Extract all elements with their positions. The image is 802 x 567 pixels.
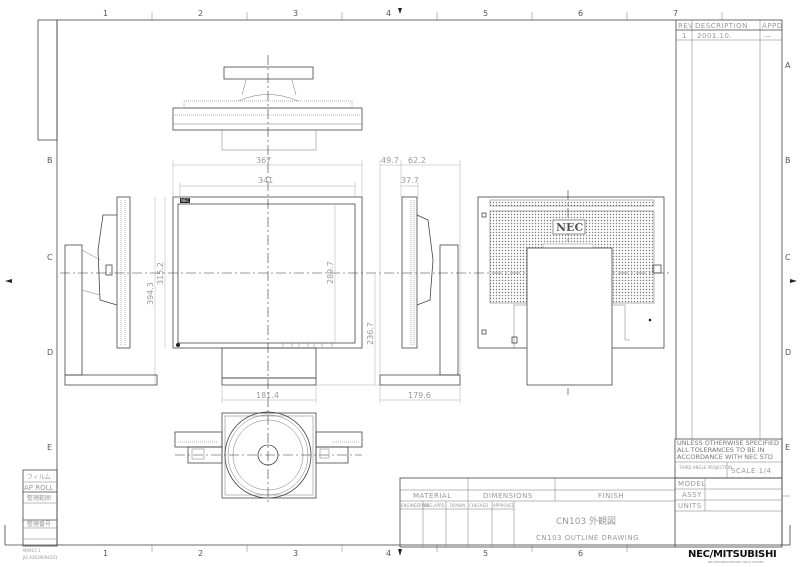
center-mark-right-icon — [790, 279, 797, 283]
col-label: 2 — [198, 549, 203, 558]
col-label: 5 — [483, 549, 488, 558]
logo-subtext: NEC-MITSUBISHI ELECTRIC VISUAL SYSTEMS — [708, 560, 764, 564]
dimensions-label: DIMENSIONS — [483, 492, 533, 500]
left-stamp-table: フィルム AP ROLL 整理範囲 整理番号 — [22, 469, 58, 547]
dim-panel-height: 315.2 — [156, 262, 165, 285]
col-label: 6 — [578, 549, 583, 558]
drawing-title-en: CN103 OUTLINE DRAWING — [536, 534, 639, 542]
col-label: 6 — [578, 9, 583, 18]
dim-overall-width: 367 — [256, 156, 271, 165]
logo-text: NEC/MITSUBISHI — [688, 549, 776, 560]
rev-description: 2001.10. — [697, 32, 732, 40]
rev-header: REV — [678, 22, 694, 30]
rear-view: NEC — [477, 196, 665, 386]
ap-roll-label: AP ROLL — [24, 484, 54, 492]
file-number-label: 整理番号 — [27, 520, 51, 528]
column-ruler-bottom: 1 2 3 4 5 6 — [103, 545, 628, 558]
col-label: 3 — [293, 549, 298, 558]
row-label: A — [785, 61, 791, 70]
signoff-drawn: DRAWN — [450, 503, 465, 508]
row-label: C — [785, 253, 791, 262]
signoff-checked: CHECKED — [469, 503, 488, 508]
front-control-buttons — [282, 343, 333, 347]
drawing-title-jp: CN103 外観図 — [556, 515, 616, 527]
screen-area — [177, 203, 356, 344]
row-ruler-left: B C D E — [47, 156, 53, 452]
row-label: E — [785, 443, 790, 452]
col-label: 1 — [103, 9, 108, 18]
center-mark-bottom-icon — [398, 549, 402, 556]
front-view: NEC — [172, 196, 363, 386]
left-side-view — [64, 196, 158, 386]
dim-stand-width: 181.4 — [256, 391, 279, 400]
sheet-frame — [4, 8, 797, 556]
dim-side-depth-a: 49.7 — [381, 156, 399, 165]
column-ruler-top: 1 2 3 4 5 6 7 — [103, 9, 723, 20]
col-label: 5 — [483, 9, 488, 18]
row-label: B — [47, 156, 53, 165]
col-label: 2 — [198, 9, 203, 18]
dim-screen-height: 289.7 — [326, 261, 335, 284]
row-label: B — [785, 156, 791, 165]
rear-logo: NEC — [556, 221, 583, 234]
signoff-engineering: ENGINEERING — [401, 503, 429, 508]
row-label: D — [47, 348, 53, 357]
jis-code: JIS A3K39094201 — [22, 555, 58, 560]
front-dimensions: 367 341 394.3 315.2 289.7 236.7 181.4 — [146, 156, 380, 403]
right-side-view: 49.7 62.2 37.7 179.6 — [379, 156, 461, 403]
finish-label: FINISH — [598, 492, 624, 500]
center-mark-left-icon — [5, 279, 12, 283]
tolerance-note: UNLESS OTHERWISE SPECIFIED ALL TOLERANCE… — [677, 439, 780, 461]
dim-center-height: 236.7 — [366, 322, 375, 345]
nec-mitsubishi-logo: NEC/MITSUBISHI NEC-MITSUBISHI ELECTRIC V… — [688, 549, 777, 564]
row-label: C — [47, 253, 53, 262]
left-margin-box — [37, 19, 58, 141]
assy-label: ASSY — [682, 491, 702, 499]
material-label: MATERIAL — [413, 492, 452, 500]
rev-appd: — — [764, 32, 772, 40]
col-label: 3 — [293, 9, 298, 18]
col-label: 7 — [673, 9, 678, 18]
appd-header: APPD — [762, 22, 783, 30]
front-logo: NEC — [181, 198, 190, 203]
row-ruler-right: A B C D E — [785, 61, 791, 452]
revision-block: REV DESCRIPTION APPD 1 2001.10. — — [675, 20, 783, 439]
file-range-label: 整理範囲 — [27, 494, 51, 502]
scale-label: SCALE 1/4 — [731, 467, 771, 475]
units-label: UNITS — [678, 502, 702, 510]
col-label: 4 — [386, 549, 391, 558]
signoff-approved: APPROVED — [493, 503, 515, 508]
row-label: D — [785, 348, 791, 357]
col-label: 4 — [386, 9, 391, 18]
form-code: M0915-1 — [23, 548, 41, 553]
row-label: E — [47, 443, 52, 452]
front-logo-mark — [180, 198, 190, 203]
center-mark-top-icon — [398, 8, 402, 14]
description-header: DESCRIPTION — [695, 22, 748, 30]
projection-label: THIRD ANGLE PROJECTION — [678, 465, 732, 470]
dim-overall-height: 394.3 — [146, 282, 155, 305]
title-block: UNLESS OTHERWISE SPECIFIED ALL TOLERANCE… — [399, 438, 790, 548]
dim-bezel-width: 341 — [258, 176, 273, 185]
model-label: MODEL — [678, 480, 706, 488]
dim-side-base-depth: 179.6 — [408, 391, 431, 400]
dim-side-depth-b: 62.2 — [408, 156, 426, 165]
bottom-view — [174, 411, 363, 499]
power-button-icon — [176, 343, 180, 347]
dim-side-panel-depth: 37.7 — [401, 176, 419, 185]
top-view — [172, 66, 363, 151]
rev-number: 1 — [682, 32, 687, 40]
film-label: フィルム — [27, 474, 51, 481]
col-label: 1 — [103, 549, 108, 558]
signoff-eng-appd: ENG.APPD — [424, 503, 445, 508]
